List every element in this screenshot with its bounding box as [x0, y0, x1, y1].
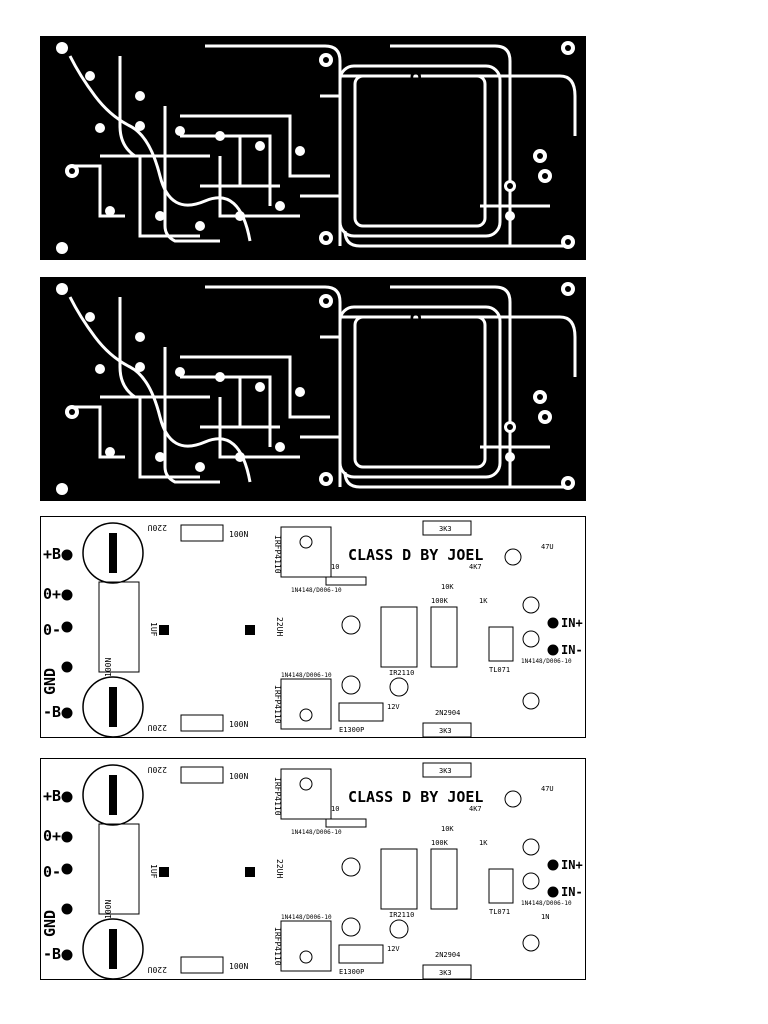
resistor-bottom-label-1: 3K3 — [439, 727, 452, 735]
mosfet-top-label-1: IRFP4110 — [273, 535, 282, 574]
output-cap-label-2: 1UF — [149, 864, 158, 879]
board-title-1: CLASS D BY JOEL — [348, 546, 483, 564]
driver-chip-label-1: IR2110 — [389, 669, 414, 677]
ground-cap-label-1: 100N — [104, 658, 113, 677]
resistor-top-label-2: 3K3 — [439, 767, 452, 775]
pcb-copper-svg-1: CLASS D AMP — [40, 36, 586, 260]
mosfet-bottom-label-1: IRFP4110 — [273, 685, 282, 724]
terminal-minus-b-2: -B — [43, 945, 61, 963]
resistor-bottom-label-2: 3K3 — [439, 969, 452, 977]
regulator-voltage-label-1: 12V — [387, 703, 400, 711]
film-cap-bottom-label-1: 100N — [229, 720, 248, 729]
film-cap-top-label-1: 100N — [229, 530, 248, 539]
pcb-silkscreen-layer-1: CLASS D BY JOEL +B 0+ 0- GND -B IN+ IN- … — [40, 516, 586, 738]
transistor-label-1: 2N2904 — [435, 709, 460, 717]
diode-bottom-label-1: 1N4148/D006-10 — [281, 672, 332, 679]
terminal-plus-b-2: +B — [43, 787, 61, 805]
cap-47u-label-2: 47U — [541, 785, 554, 793]
inductor-label-1: 22UH — [275, 617, 284, 636]
comparator-label-1: TL071 — [489, 666, 510, 674]
output-cap-label-1: 1UF — [149, 622, 158, 637]
pcb-title-text-1: CLASS D AMP — [408, 70, 433, 216]
terminal-out-minus-1: 0- — [43, 621, 61, 639]
ground-cap-label-2: 100N — [104, 900, 113, 919]
res-1n-label-2: 1N — [541, 913, 549, 921]
res-100k-label-1: 100K — [431, 597, 449, 605]
comparator-label-2: TL071 — [489, 908, 510, 916]
res-10-label-2: 10 — [331, 805, 339, 813]
terminal-out-minus-2: 0- — [43, 863, 61, 881]
mosfet-top-label-2: IRFP4110 — [273, 777, 282, 816]
pcb-silkscreen-layer-2: CLASS D BY JOEL +B 0+ 0- GND -B IN+ IN- … — [40, 758, 586, 980]
cap-220u-top-label-2: 220U — [148, 765, 167, 774]
terminal-out-plus-1: 0+ — [43, 585, 61, 603]
resistor-top-label-1: 3K3 — [439, 525, 452, 533]
pcb-title-text-2: CLASS D AMP — [408, 311, 433, 457]
terminal-plus-b-1: +B — [43, 545, 61, 563]
terminal-in-plus-1: IN+ — [561, 616, 583, 630]
pcb-silkscreen-svg-1: CLASS D BY JOEL +B 0+ 0- GND -B IN+ IN- … — [41, 520, 583, 738]
diode-top-label-2: 1N4148/D006-10 — [291, 829, 342, 836]
res-1k-label-1: 1K — [479, 597, 488, 605]
pcb-silkscreen-svg-2: CLASS D BY JOEL +B 0+ 0- GND -B IN+ IN- … — [41, 762, 583, 980]
transistor-label-2: 2N2904 — [435, 951, 460, 959]
terminal-in-plus-2: IN+ — [561, 858, 583, 872]
cap-220u-top-label-1: 220U — [148, 523, 167, 532]
inductor-label-2: 22UH — [275, 859, 284, 878]
film-cap-top-label-2: 100N — [229, 772, 248, 781]
pcb-copper-svg-2: CLASS D AMP — [40, 277, 586, 501]
diode-top-label-1: 1N4148/D006-10 — [291, 587, 342, 594]
res-4k7-label-1: 4K7 — [469, 563, 482, 571]
terminal-out-plus-2: 0+ — [43, 827, 61, 845]
terminal-in-minus-2: IN- — [561, 885, 583, 899]
terminal-minus-b-1: -B — [43, 703, 61, 721]
res-10-label-1: 10 — [331, 563, 339, 571]
pcb-copper-layer-1: CLASS D AMP — [40, 36, 586, 260]
cap-220u-bottom-label-1: 220U — [148, 723, 167, 732]
diode-bottom-label-2: 1N4148/D006-10 — [281, 914, 332, 921]
res-10k-label-1: 10K — [441, 583, 454, 591]
cap-220u-bottom-label-2: 220U — [148, 965, 167, 974]
diode-input-label-2: 1N4148/D006-10 — [521, 900, 572, 907]
terminal-gnd-2: GND — [41, 910, 59, 937]
res-100k-label-2: 100K — [431, 839, 449, 847]
terminal-in-minus-1: IN- — [561, 643, 583, 657]
driver-chip-label-2: IR2110 — [389, 911, 414, 919]
board-title-2: CLASS D BY JOEL — [348, 788, 483, 806]
mosfet-bottom-label-2: IRFP4110 — [273, 927, 282, 966]
pcb-copper-layer-2: CLASS D AMP — [40, 277, 586, 501]
res-4k7-label-2: 4K7 — [469, 805, 482, 813]
diode-input-label-1: 1N4148/D006-10 — [521, 658, 572, 665]
res-1k-label-2: 1K — [479, 839, 488, 847]
regulator-label-1: E1300P — [339, 726, 364, 734]
res-10k-label-2: 10K — [441, 825, 454, 833]
regulator-label-2: E1300P — [339, 968, 364, 976]
cap-47u-label-1: 47U — [541, 543, 554, 551]
film-cap-bottom-label-2: 100N — [229, 962, 248, 971]
regulator-voltage-label-2: 12V — [387, 945, 400, 953]
terminal-gnd-1: GND — [41, 668, 59, 695]
